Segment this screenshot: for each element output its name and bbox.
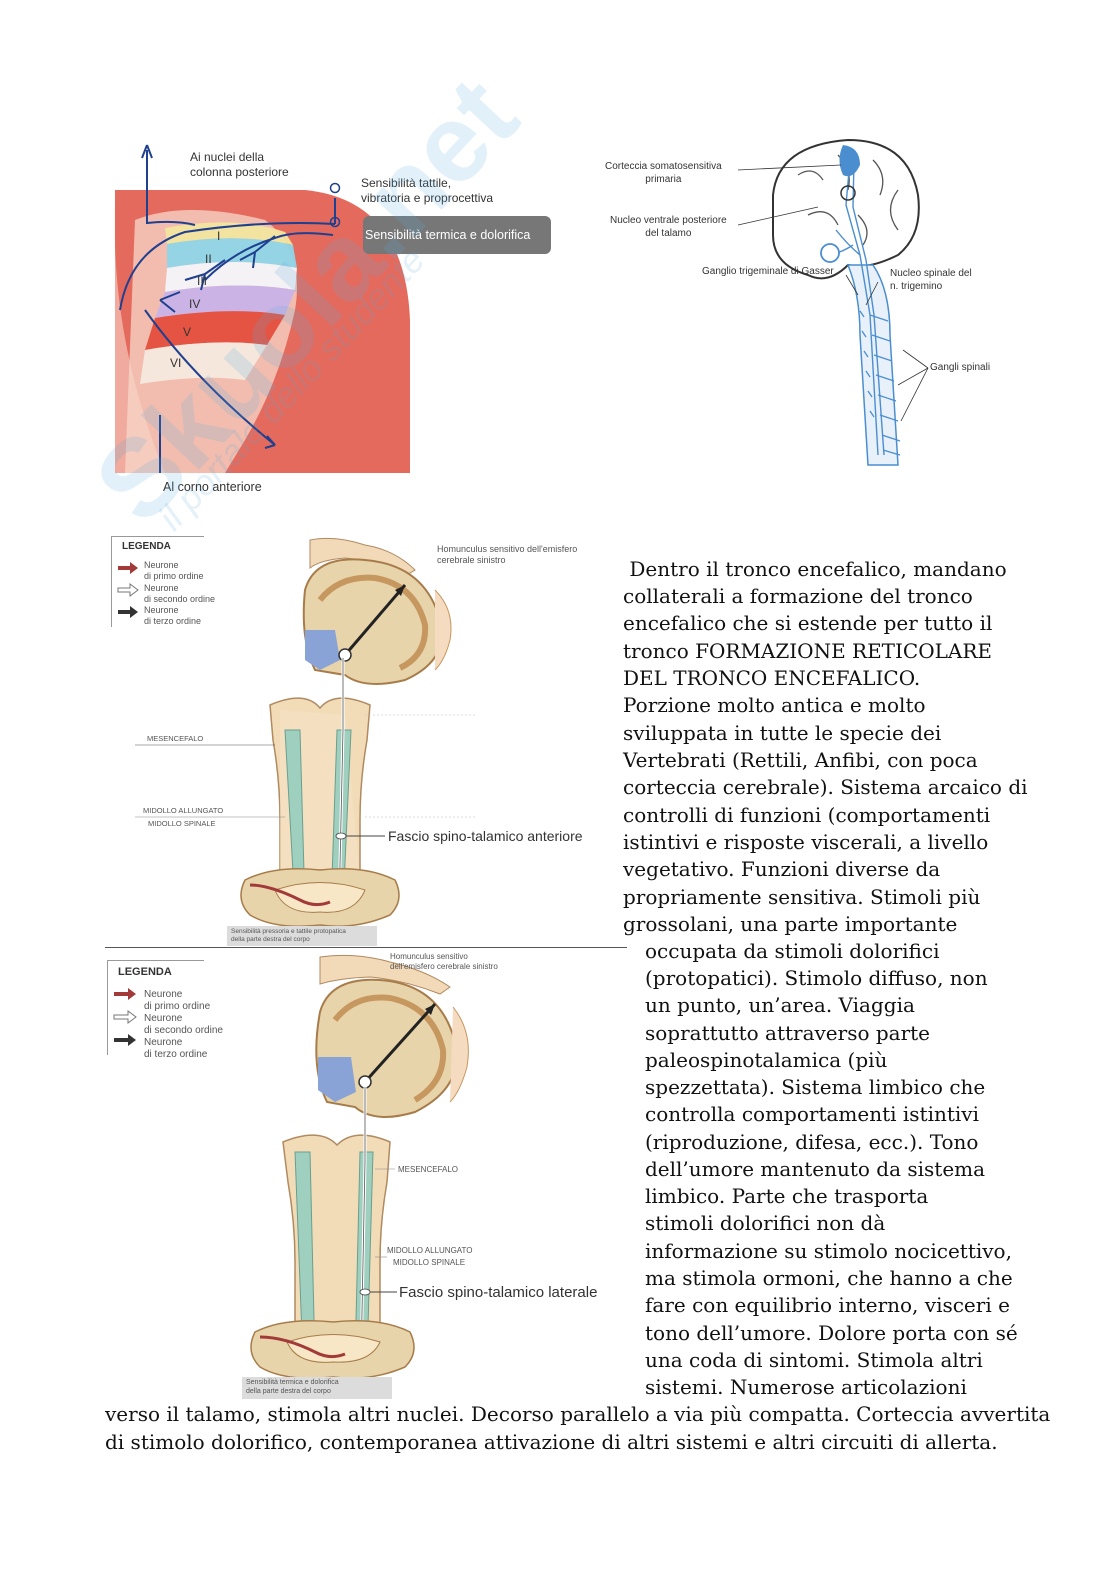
text-line: un punto, un’area. Viaggia bbox=[645, 993, 915, 1017]
text-line: verso il talamo, stimola altri nuclei. D… bbox=[105, 1402, 1051, 1426]
text-line: Dentro il tronco encefalico, mandano bbox=[623, 557, 1007, 581]
label-homunculus: Homunculus sensitivo dell'emisfero cereb… bbox=[437, 544, 578, 566]
lamina-5: V bbox=[183, 325, 192, 339]
text-line: di stimolo dolorifico, contemporanea att… bbox=[105, 1430, 998, 1454]
lamina-6: VI bbox=[170, 356, 182, 370]
text-line: Vertebrati (Rettili, Anfibi, con poca bbox=[623, 748, 978, 772]
dorsal-horn-diagram bbox=[114, 144, 551, 473]
legend-title: LEGENDA bbox=[122, 541, 171, 552]
text-line: (riproduzione, difesa, ecc.). Tono bbox=[645, 1130, 979, 1154]
legend-arrows bbox=[117, 562, 139, 618]
label-spinal-ganglia: Gangli spinali bbox=[930, 362, 991, 373]
figure-trigeminal-pathway: Corteccia somatosensitiva primaria Nucle… bbox=[598, 135, 1018, 480]
lamina-2: II bbox=[205, 252, 212, 266]
legend-first-order: Neurone di primo ordine bbox=[144, 560, 204, 581]
anterior-tract-diagram bbox=[135, 537, 475, 946]
text-line: paleospinotalamica (più bbox=[645, 1048, 888, 1072]
label-trigeminal-spinal-nucleus: Nucleo spinale del n. trigemino bbox=[890, 268, 972, 292]
label-tactile-sensitivity: Sensibilità tattile, vibratoria e propro… bbox=[361, 176, 494, 205]
text-line: (protopatici). Stimolo diffuso, non bbox=[645, 966, 988, 990]
label-dorsal-column-nuclei: Ai nuclei della colonna posteriore bbox=[190, 150, 289, 179]
label-gasser-ganglion: Ganglio trigeminale di Gasser bbox=[702, 266, 834, 277]
legend-title: LEGENDA bbox=[118, 966, 172, 978]
text-line: fare con equilibrio interno, visceri e bbox=[645, 1293, 1010, 1317]
label-medulla-oblongata: MIDOLLO ALLUNGATO bbox=[143, 806, 224, 815]
figure-lateral-spinothalamic: LEGENDA Neurone di primo ordine Neurone … bbox=[105, 952, 625, 1402]
label-mesencephalon: MESENCEFALO bbox=[398, 1165, 459, 1174]
caption-lateral: Sensibilità termica e dolorifica della p… bbox=[246, 1379, 339, 1395]
label-anterior-spinothalamic-tract: Fascio spino-talamico anteriore bbox=[388, 828, 583, 844]
text-line: corteccia cerebrale). Sistema arcaico di bbox=[623, 775, 1028, 799]
lateral-tract-diagram bbox=[242, 954, 469, 1399]
text-line: Porzione molto antica e molto bbox=[623, 693, 926, 717]
text-line: una coda di sintomi. Stimola altri bbox=[645, 1348, 983, 1372]
text-line: encefalico che si estende per tutto il bbox=[623, 611, 993, 635]
text-line: vegetativo. Funzioni diverse da bbox=[623, 857, 941, 881]
text-line: sistemi. Numerose articolazioni bbox=[645, 1375, 967, 1399]
text-line: occupata da stimoli dolorifici bbox=[645, 939, 940, 963]
label-spinal-cord: MIDOLLO SPINALE bbox=[148, 819, 216, 828]
label-homunculus: Homunculus sensitivo dell'emisfero cereb… bbox=[390, 952, 498, 971]
label-lateral-spinothalamic-tract: Fascio spino-talamico laterale bbox=[399, 1284, 598, 1301]
text-line: controlla comportamenti istintivi bbox=[645, 1102, 979, 1126]
text-line: tronco FORMAZIONE RETICOLARE bbox=[623, 639, 993, 663]
figure-dorsal-horn-laminae: Ai nuclei della colonna posteriore Sensi… bbox=[105, 140, 560, 510]
trigeminal-diagram bbox=[737, 138, 929, 466]
legend-second-order: Neurone di secondo ordine bbox=[144, 583, 216, 604]
text-line: collaterali a formazione del tronco bbox=[623, 584, 973, 608]
legend-second-order: Neurone di secondo ordine bbox=[144, 1013, 223, 1036]
legend-third-order: Neurone di terzo ordine bbox=[144, 605, 202, 626]
text-line: soprattutto attraverso parte bbox=[645, 1021, 931, 1045]
lamina-4: IV bbox=[189, 297, 201, 311]
text-line: dell’umore mantenuto da sistema bbox=[645, 1157, 986, 1181]
lamina-1: I bbox=[217, 229, 221, 243]
figure-anterior-spinothalamic: LEGENDA Neurone di primo ordine Neurone … bbox=[105, 530, 615, 950]
label-somatosensory-cortex: Corteccia somatosensitiva primaria bbox=[605, 161, 722, 185]
text-line: tono dell’umore. Dolore porta con sé bbox=[645, 1321, 1018, 1345]
text-line: istintivi e risposte viscerali, a livell… bbox=[623, 830, 989, 854]
text-line: spezzettata). Sistema limbico che bbox=[645, 1075, 986, 1099]
legend: LEGENDA Neurone di primo ordine Neurone … bbox=[111, 536, 215, 627]
label-anterior-horn: Al corno anteriore bbox=[163, 480, 262, 494]
label-mesencephalon: MESENCEFALO bbox=[147, 734, 204, 743]
legend-arrows bbox=[113, 988, 137, 1046]
caption-anterior: Sensibilità pressoria e tattile protopat… bbox=[231, 928, 346, 944]
legend-third-order: Neurone di terzo ordine bbox=[144, 1037, 208, 1060]
text-line: informazione su stimolo nocicettivo, bbox=[645, 1239, 1012, 1263]
text-line: propriamente sensitiva. Stimoli più bbox=[623, 885, 981, 909]
label-spinal-cord: MIDOLLO SPINALE bbox=[393, 1258, 466, 1267]
text-line: controlli di funzioni (comportamenti bbox=[623, 803, 991, 827]
legend-first-order: Neurone di primo ordine bbox=[144, 989, 211, 1012]
text-line: ma stimola ormoni, che hanno a che bbox=[645, 1266, 1013, 1290]
text-line: limbico. Parte che trasporta bbox=[645, 1184, 929, 1208]
text-line: sviluppata in tutte le specie dei bbox=[623, 721, 942, 745]
legend: LEGENDA Neurone di primo ordine Neurone … bbox=[107, 960, 223, 1060]
text-line: stimoli dolorifici non dà bbox=[645, 1211, 886, 1235]
lamina-3: III bbox=[197, 274, 208, 288]
text-line: grossolani, una parte importante bbox=[623, 912, 958, 936]
label-medulla-oblongata: MIDOLLO ALLUNGATO bbox=[387, 1246, 473, 1255]
figure-divider bbox=[105, 947, 627, 948]
label-thermal-pain-sensitivity: Sensibilità termica e dolorifica bbox=[365, 228, 531, 242]
label-thalamic-nucleus: Nucleo ventrale posteriore del talamo bbox=[610, 215, 727, 239]
text-line: DEL TRONCO ENCEFALICO. bbox=[623, 666, 921, 690]
